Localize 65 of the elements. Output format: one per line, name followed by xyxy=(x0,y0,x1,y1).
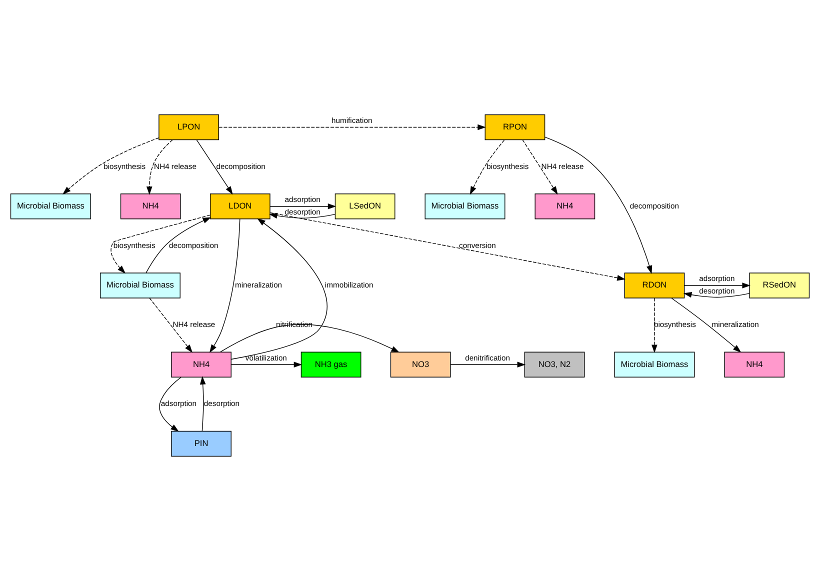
arrow xyxy=(62,138,160,194)
edge-label: mineralization xyxy=(235,280,282,290)
node-box: RPON xyxy=(484,114,546,140)
node-box: Microbial Biomass xyxy=(100,272,180,298)
arrow xyxy=(450,362,526,368)
edge-label: biosynthesis xyxy=(486,162,529,171)
arrow xyxy=(209,218,240,353)
edge-label: denitrification xyxy=(465,353,510,362)
edge-label: desorption xyxy=(699,286,735,296)
edge-label: NH4 release xyxy=(154,162,196,171)
node-box: RDON xyxy=(624,272,685,298)
node-box: NH3 gas xyxy=(300,352,362,378)
edge-label: humification xyxy=(332,116,372,125)
arrow xyxy=(146,140,173,195)
node-box: LSedON xyxy=(334,194,396,220)
arrow xyxy=(220,324,400,353)
edge-label: immobilization xyxy=(324,280,374,290)
node-box: LDON xyxy=(210,194,270,220)
arrow xyxy=(522,139,558,195)
arrow xyxy=(683,292,750,298)
arrow xyxy=(270,203,336,210)
node-box: NH4 xyxy=(171,352,232,378)
edge-label: adsorption xyxy=(699,274,735,284)
node-box: Microbial Biomass xyxy=(10,194,91,220)
edge-label: NH4 release xyxy=(541,162,584,171)
edge-label: desorption xyxy=(204,399,240,408)
edge-label: volatilization xyxy=(245,353,287,362)
arrow xyxy=(196,139,233,195)
edge-label: NH4 release xyxy=(172,320,216,329)
node-box: NH4 xyxy=(534,194,596,220)
arrow xyxy=(159,376,182,432)
edge-label: decomposition xyxy=(630,201,680,210)
edge-label: adsorption xyxy=(284,195,320,204)
edge-label: conversion xyxy=(459,240,496,250)
arrow xyxy=(270,212,626,281)
edge-label: desorption xyxy=(284,208,320,217)
arrow xyxy=(146,217,212,274)
arrow xyxy=(470,140,505,195)
node-box: Microbial Biomass xyxy=(424,194,506,220)
edge-label: decomposition xyxy=(169,240,218,250)
arrow xyxy=(652,298,658,354)
node-box: NH4 xyxy=(120,194,181,220)
node-box: LPON xyxy=(158,114,219,140)
arrow xyxy=(231,218,328,360)
arrow xyxy=(684,282,751,288)
edge-label: biosynthesis xyxy=(654,320,696,329)
arrow xyxy=(218,124,486,130)
edge-label: mineralization xyxy=(712,320,759,329)
node-box: NO3 xyxy=(390,352,451,378)
node-box: NO3, N2 xyxy=(524,352,585,378)
arrow xyxy=(671,298,742,353)
node-box: Microbial Biomass xyxy=(614,352,695,378)
node-box: PIN xyxy=(171,430,232,457)
arrow xyxy=(200,376,206,432)
arrow xyxy=(149,298,193,353)
edge-label: decomposition xyxy=(216,162,266,171)
edge-label: biosynthesis xyxy=(113,240,156,250)
edge-label: adsorption xyxy=(160,399,197,408)
edge-label: biosynthesis xyxy=(104,162,146,171)
arrow xyxy=(110,214,210,274)
arrow xyxy=(544,136,652,274)
node-box: RSedON xyxy=(749,272,810,298)
node-box: NH4 xyxy=(724,352,785,378)
arrow xyxy=(269,212,336,219)
arrow xyxy=(231,362,302,368)
